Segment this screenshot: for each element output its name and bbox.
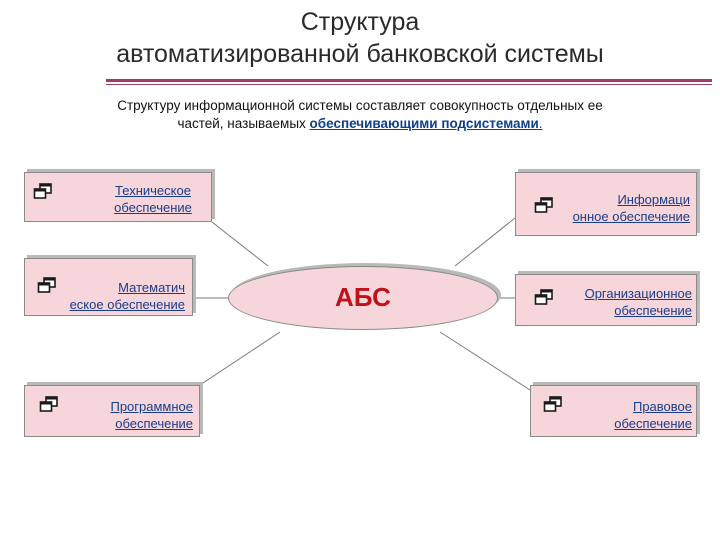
window-icon [543, 396, 563, 414]
box-software-label: Программное обеспечение [85, 398, 193, 432]
connector-informational [454, 217, 516, 267]
window-icon [33, 183, 53, 201]
page-title: Структура автоматизированной банковской … [0, 6, 720, 70]
box-technical-label: Техническое обеспечение [103, 182, 203, 216]
title-rule-thin [106, 84, 712, 85]
box-legal-line-2: обеспечение [614, 416, 692, 431]
box-mathematical-line-2: еское обеспечение [69, 297, 185, 312]
intro-line-2-suffix: . [538, 116, 543, 131]
window-icon [534, 197, 554, 215]
box-informational-label: Информаци онное обеспечение [546, 191, 690, 225]
window-icon [39, 396, 59, 414]
box-software-support[interactable]: Программное обеспечение [24, 385, 200, 437]
connector-technical [211, 221, 269, 267]
box-mathematical-support[interactable]: Математич еское обеспечение [24, 258, 193, 316]
center-ellipse[interactable] [228, 266, 498, 330]
title-rule-thick [106, 79, 712, 82]
intro-line-2-prefix: частей, называемых [177, 116, 310, 131]
intro-line-2: частей, называемых обеспечивающими подси… [40, 115, 680, 133]
box-organizational-support[interactable]: Организационное обеспечение [515, 274, 697, 326]
box-organizational-label: Организационное обеспечение [556, 285, 692, 319]
title-line-2: автоматизированной банковской системы [116, 40, 604, 68]
title-line-1: Структура [300, 8, 420, 36]
box-software-line-1: Программное [110, 399, 193, 414]
box-legal-label: Правовое обеспечение [581, 398, 692, 432]
box-technical-support[interactable]: Техническое обеспечение [24, 172, 212, 222]
box-legal-line-1: Правовое [632, 399, 692, 414]
box-organizational-line-2: обеспечение [614, 303, 692, 318]
intro-highlight-link[interactable]: обеспечивающими подсистемами [309, 116, 539, 131]
box-mathematical-label: Математич еское обеспечение [35, 279, 185, 313]
connector-software [199, 331, 281, 386]
center-label: АБС [335, 282, 391, 312]
box-mathematical-line-1: Математич [118, 280, 185, 295]
box-legal-support[interactable]: Правовое обеспечение [530, 385, 697, 437]
box-technical-line-1: Техническое [115, 183, 191, 198]
box-informational-line-1: Информаци [617, 192, 690, 207]
window-icon [37, 277, 57, 295]
box-technical-line-2: обеспечение [114, 200, 192, 215]
box-software-line-2: обеспечение [115, 416, 193, 431]
intro-line-1: Структуру информационной системы составл… [117, 98, 603, 113]
window-icon [534, 289, 554, 307]
box-informational-line-2: онное обеспечение [572, 209, 690, 224]
box-informational-support[interactable]: Информаци онное обеспечение [515, 172, 697, 236]
connector-legal [439, 331, 531, 391]
box-organizational-line-1: Организационное [584, 286, 692, 301]
intro-text: Структуру информационной системы составл… [40, 97, 680, 133]
